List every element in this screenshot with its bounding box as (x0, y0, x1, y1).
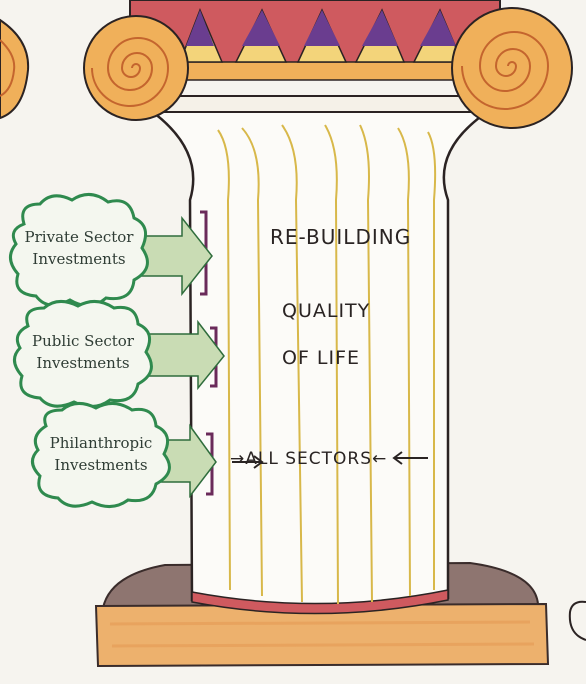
cloud-philanthropic-line2: Investments (36, 454, 166, 476)
right-volute (452, 8, 572, 128)
column-title-line2: QUALITY (282, 300, 370, 322)
cloud-philanthropic-text: Philanthropic Investments (36, 432, 166, 476)
cloud-philanthropic-line1: Philanthropic (36, 432, 166, 454)
all-sectors-label: →ALL SECTORS← (230, 449, 387, 469)
column-title-line1: RE-BUILDING (270, 225, 411, 249)
partial-shape-right (570, 602, 586, 640)
capital-neck (130, 96, 500, 112)
cloud-public-line2: Investments (18, 352, 148, 374)
cloud-public-line1: Public Sector (18, 330, 148, 352)
cloud-public-text: Public Sector Investments (18, 330, 148, 374)
cloud-private-line1: Private Sector (14, 226, 144, 248)
cloud-private-text: Private Sector Investments (14, 226, 144, 270)
column-title-line3: OF LIFE (282, 347, 360, 369)
far-left-volute (0, 20, 28, 118)
left-volute (84, 16, 188, 120)
cloud-private-line2: Investments (14, 248, 144, 270)
capital-orange-band (140, 62, 495, 80)
